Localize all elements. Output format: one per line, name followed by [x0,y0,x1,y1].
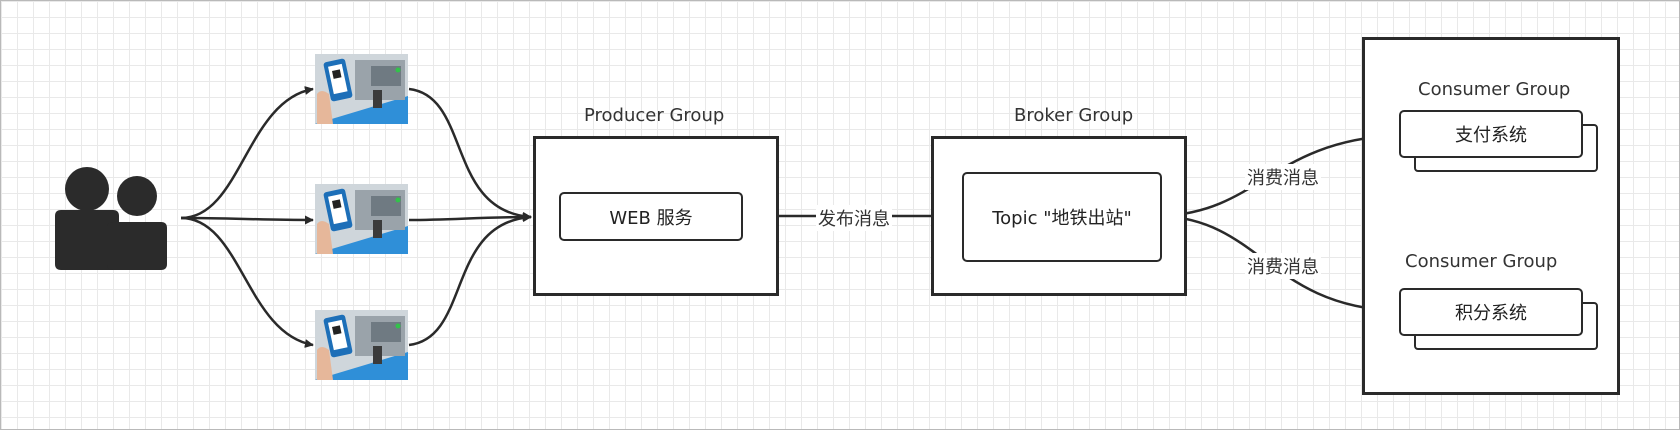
edge-users-turnstile-3 [180,216,314,348]
web-service-node: WEB 服务 [559,192,743,241]
payment-system-node: 支付系统 [1399,110,1583,158]
edge-users-turnstile-1 [180,86,314,220]
edge-turnstile-2-producer [408,212,532,222]
topic-node: Topic "地铁出站" [962,172,1162,262]
metro-turnstile-photo-3 [315,310,408,380]
metro-turnstile-photo-2 [315,184,408,254]
broker-group-title: Broker Group [1014,105,1134,126]
edge-turnstile-3-producer [408,213,532,347]
web-service-label: WEB 服务 [609,207,693,229]
consume-edge-label-1: 消费消息 [1245,164,1321,190]
producer-group-title: Producer Group [584,105,725,126]
topic-label: Topic "地铁出站" [992,208,1132,229]
edge-users-turnstile-2 [180,215,314,225]
metro-turnstile-photo-1 [315,54,408,124]
consumer-group-title-1: Consumer Group [1418,79,1571,100]
payment-system-label: 支付系统 [1455,125,1527,146]
publish-edge-label: 发布消息 [816,205,892,231]
points-system-node: 积分系统 [1399,288,1583,336]
consumer-group-title-2: Consumer Group [1405,251,1558,272]
consume-edge-label-2: 消费消息 [1245,253,1321,279]
points-system-label: 积分系统 [1455,303,1527,324]
users-icon [55,167,167,270]
edge-turnstile-1-producer [408,87,532,221]
